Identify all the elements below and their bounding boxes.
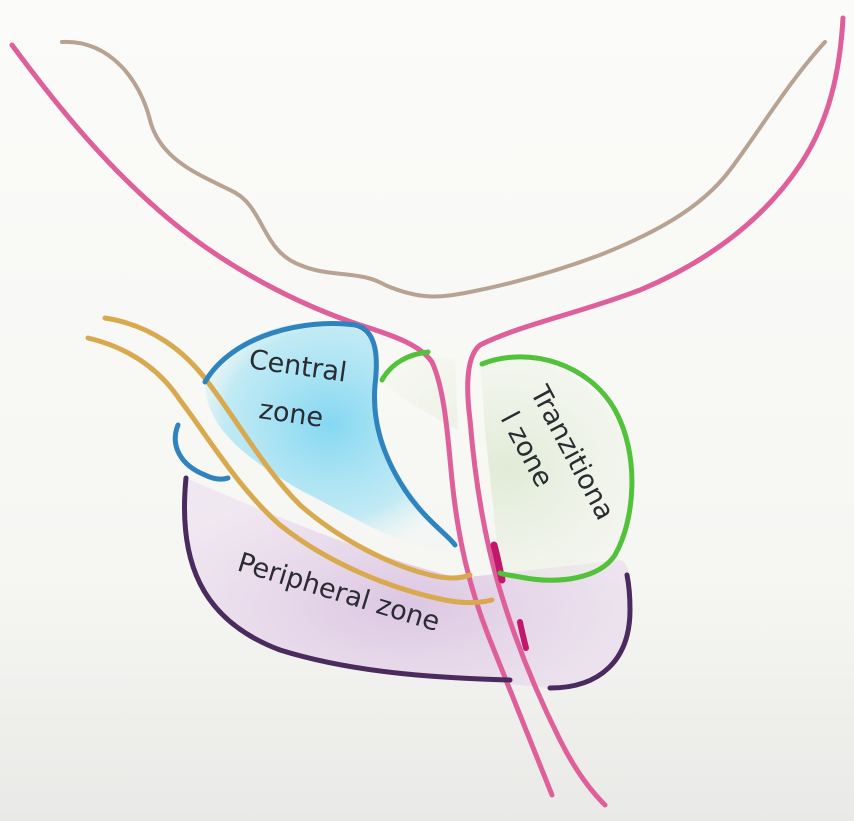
bladder-mucosa-line — [62, 42, 825, 297]
